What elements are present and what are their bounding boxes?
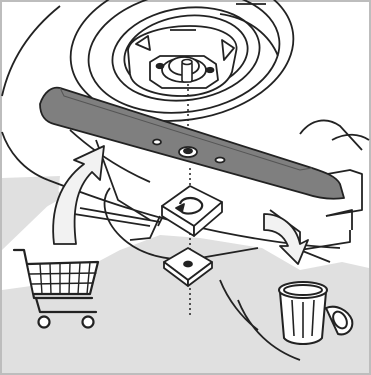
mounting-bolt <box>182 60 192 83</box>
